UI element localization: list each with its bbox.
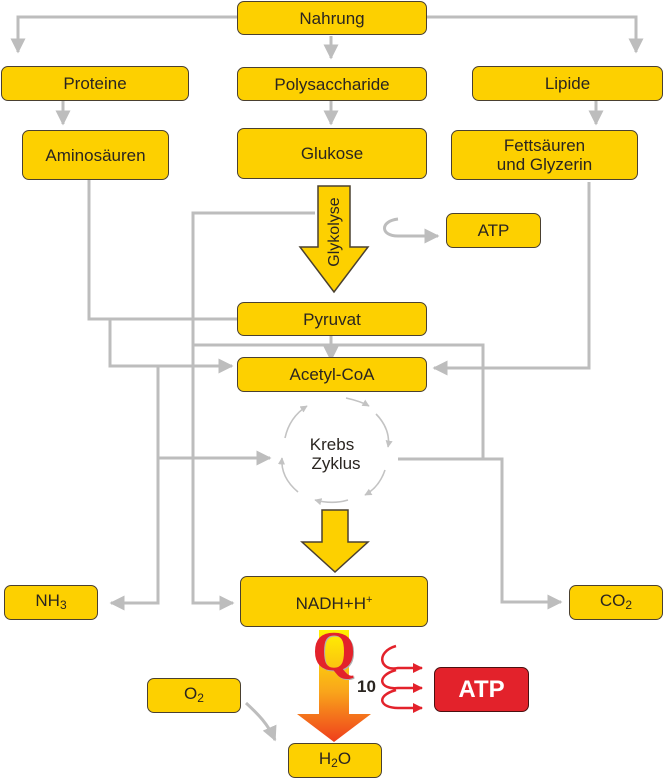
node-atp-final: ATP [434,667,529,712]
nadh-base: NADH+H [295,593,366,613]
nh3-base: NH [35,590,60,610]
node-h2o: H2O [288,743,382,778]
node-proteine: Proteine [1,66,189,101]
h2o-h: H [318,748,332,768]
node-atp-glykolyse-label: ATP [477,221,510,240]
co2-subscript: 2 [625,597,633,612]
arrow-glykolyse-atp [383,217,440,244]
node-co2-label: CO2 [600,591,632,615]
node-h2o-label: H2O [319,749,351,773]
arrow-krebs-co2 [398,457,563,610]
glykolyse-arrow [298,185,370,294]
node-pyruvat: Pyruvat [237,302,427,336]
node-aminosaeuren: Aminosäuren [22,130,169,180]
node-acetyl-coa: Acetyl-CoA [237,357,427,392]
line-aminosaeuren-pyruvat [87,178,237,321]
coenzyme-q-number: 10 [357,677,376,696]
arrow-to-nh3 [109,458,160,611]
node-fettsaeuren-label-line1: Fettsäuren [503,136,586,155]
atp-synthesis-arrows [381,644,423,713]
node-o2-label: O2 [184,684,204,708]
node-acetyl-coa-label: Acetyl-CoA [289,365,375,384]
krebs-cycle-arrows [277,397,393,506]
o2-base: O [184,683,198,703]
node-co2: CO2 [569,585,663,620]
arrow-glukose-nadh [191,211,315,611]
node-polysaccharide-label: Polysaccharide [274,74,390,94]
node-glukose: Glukose [237,128,427,179]
co2-base: CO [599,590,626,610]
krebs-cycle-label: Krebs Zyklus [296,435,376,473]
nadh-superscript: + [365,593,373,606]
krebs-label-line1: Krebs [309,435,355,454]
node-nh3-label: NH3 [35,591,66,615]
node-atp-glykolyse: ATP [446,213,541,248]
node-atp-final-label: ATP [458,676,505,703]
node-nadh-label: NADH+H+ [296,591,373,613]
node-nahrung-label: Nahrung [299,8,365,28]
coenzyme-q-letter: Q [312,621,356,683]
node-fettsaeuren-glyzerin: Fettsäuren und Glyzerin [451,130,638,180]
h2o-subscript: 2 [331,755,338,770]
line-pyruvat-co2 [193,343,485,459]
arrow-aminosaeuren-acetyl [108,319,234,374]
node-nahrung: Nahrung [237,1,427,35]
arrow-o2-h2o [244,701,277,742]
arrow-nahrung-lipide [427,15,644,54]
krebs-nadh-arrow [300,509,370,574]
node-nh3: NH3 [4,585,98,620]
glykolyse-label: Glykolyse [325,192,345,272]
respiration-gradient-arrow [297,630,371,742]
node-glukose-label: Glukose [300,144,364,163]
node-nadh: NADH+H+ [240,576,428,627]
arrow-nahrung-proteine [10,15,237,54]
node-lipide: Lipide [472,66,663,101]
glykolyse-text: Glykolyse [326,197,343,267]
node-o2: O2 [147,678,241,713]
krebs-label-line2: Zyklus [311,454,361,473]
node-fettsaeuren-label-line2: und Glyzerin [496,155,593,174]
node-pyruvat-label: Pyruvat [303,309,361,329]
node-aminosaeuren-label: Aminosäuren [45,145,146,165]
o2-subscript: 2 [197,690,204,705]
node-proteine-label: Proteine [63,74,127,93]
node-polysaccharide: Polysaccharide [237,67,427,101]
node-lipide-label: Lipide [544,74,591,93]
arrow-fettsaeuren-acetyl [432,182,591,376]
h2o-o: O [337,748,352,768]
nh3-subscript: 3 [59,597,67,612]
